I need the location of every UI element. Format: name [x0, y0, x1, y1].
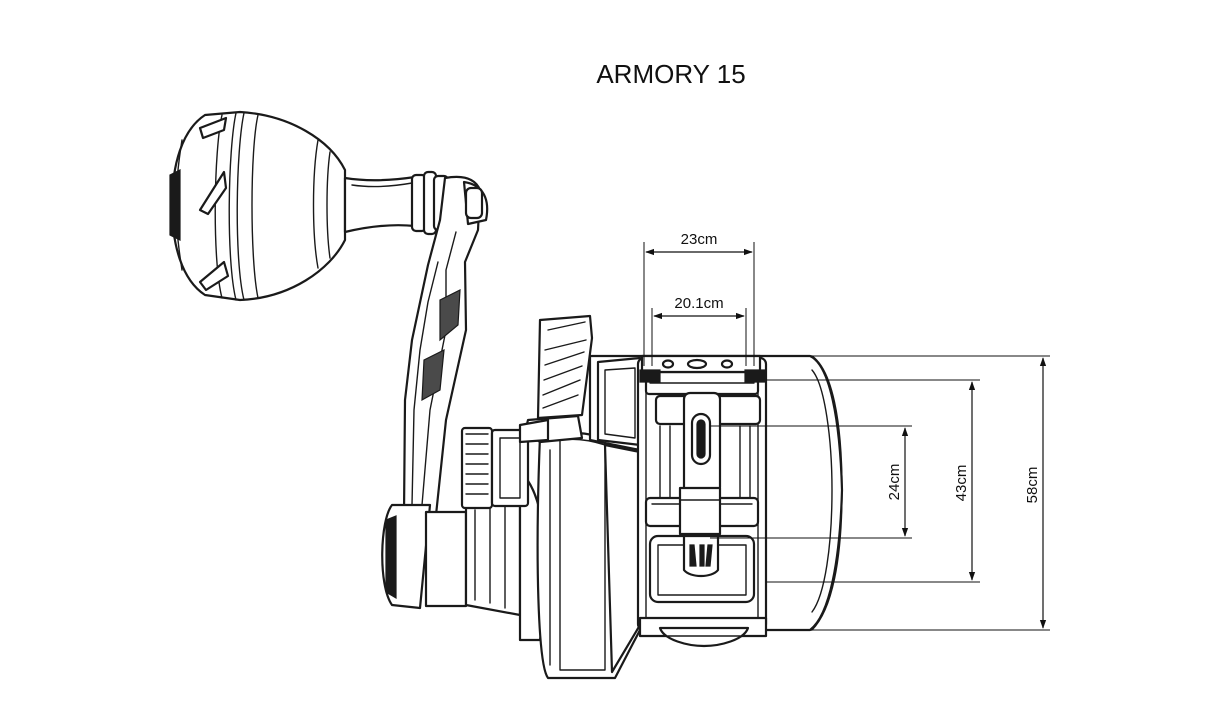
- dimension-label-height-mid: 43cm: [953, 465, 970, 502]
- reel-foot: [638, 616, 768, 648]
- lever-drag: [518, 314, 594, 444]
- side-plate: [536, 431, 642, 680]
- handle-knob: [169, 110, 347, 302]
- star-drag: [460, 426, 530, 510]
- dimension-extension-lines: [710, 355, 1050, 631]
- diagram-title: ARMORY 15: [596, 59, 745, 89]
- line-guide: [678, 391, 722, 578]
- dimension-height-full: 58cm: [1024, 357, 1047, 629]
- handle-arm: [402, 175, 489, 517]
- dimension-label-width-inner: 20.1cm: [674, 295, 723, 312]
- dimension-height-small: 24cm: [886, 427, 909, 537]
- dimension-width-inner: 20.1cm: [651, 295, 747, 366]
- level-wind-bar: [639, 354, 766, 383]
- dimension-width-outer: 23cm: [643, 231, 755, 366]
- dimension-label-height-small: 24cm: [886, 464, 903, 501]
- handle-neck: [343, 170, 450, 236]
- dimension-label-height-full: 58cm: [1024, 467, 1041, 504]
- dimension-height-mid: 43cm: [953, 381, 976, 581]
- dimension-label-width-outer: 23cm: [681, 231, 718, 248]
